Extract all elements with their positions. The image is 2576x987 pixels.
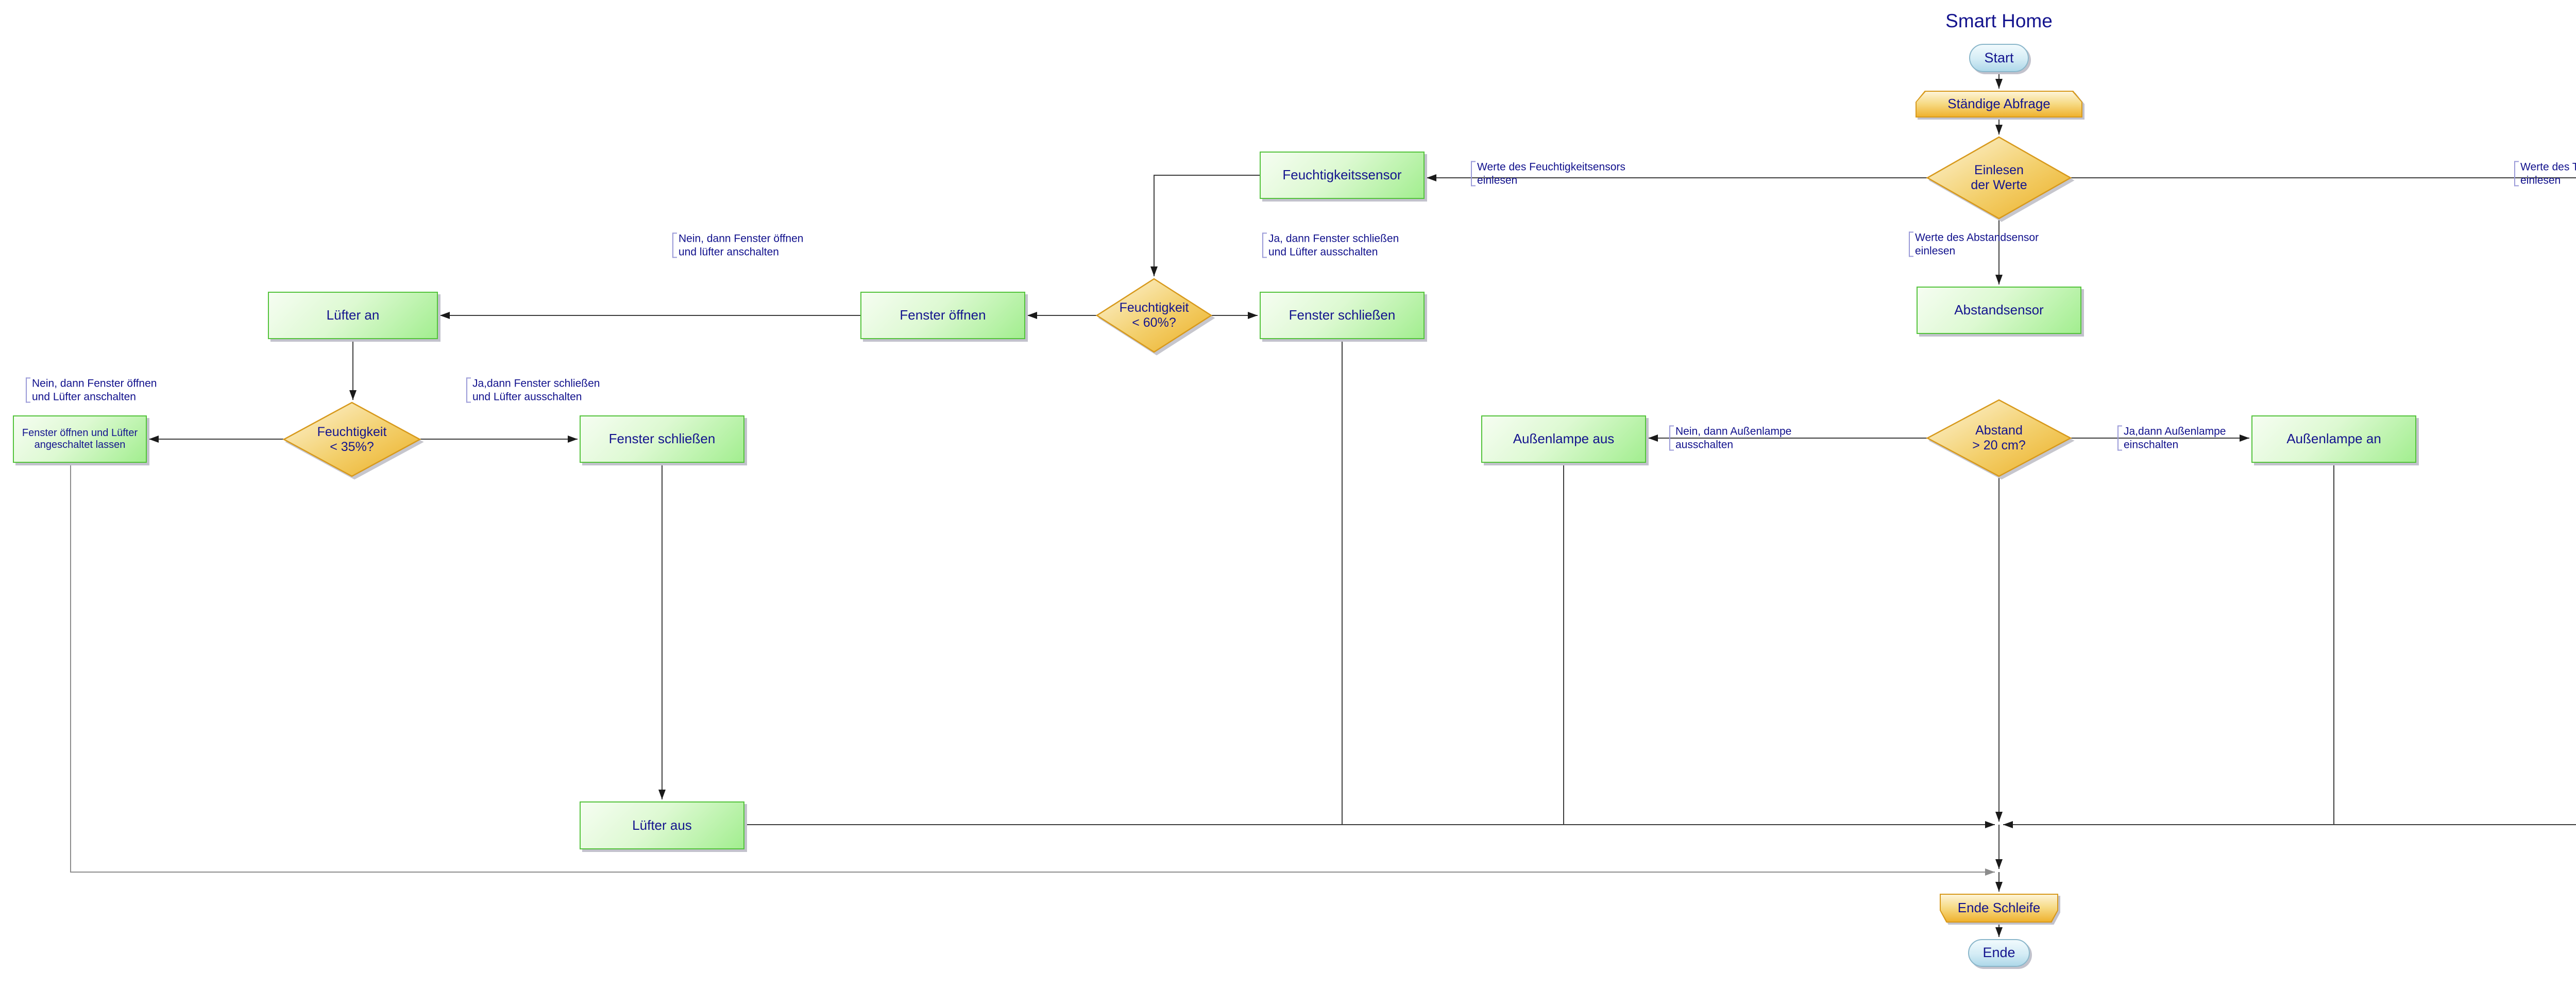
node-luefter-aus-unten-label: Lüfter aus <box>632 817 692 833</box>
node-feuchtigkeitssensor-label: Feuchtigkeitssensor <box>1282 167 1402 183</box>
edge-label-abstand-nein: Nein, dann Außenlampe ausschalten <box>1669 425 1791 451</box>
box-shape <box>268 292 438 339</box>
edge-label-werte-abstandsensor: Werte des Abstandsensor einlesen <box>1909 231 2039 257</box>
node-feuchtigkeit-60: Feuchtigkeit < 60%? <box>1095 278 1213 353</box>
node-feuchtigkeit-60-label: Feuchtigkeit < 60%? <box>1119 300 1189 330</box>
node-ende-label: Ende <box>1982 945 2015 961</box>
node-feuchtigkeit-35-label: Feuchtigkeit < 35%? <box>317 424 387 454</box>
node-aussenlampe-an-label: Außenlampe an <box>2286 431 2381 447</box>
node-staendige-abfrage: Ständige Abfrage <box>1916 91 2082 118</box>
box-shape <box>1260 152 1425 199</box>
box-shape <box>2251 415 2416 463</box>
node-staendige-abfrage-label: Ständige Abfrage <box>1947 96 2050 112</box>
edge-label-abstand-ja: Ja,dann Außenlampe einschalten <box>2117 425 2226 451</box>
node-luefter-an-links-label: Lüfter an <box>326 307 380 323</box>
box-shape <box>13 415 147 463</box>
node-start: Start <box>1969 44 2029 72</box>
box-shape <box>1917 287 2081 334</box>
node-ende: Ende <box>1968 939 2030 967</box>
box-shape <box>860 292 1025 339</box>
edge-label-f60-nein: Nein, dann Fenster öffnen und lüfter ans… <box>672 232 803 258</box>
edge-label-werte-temperatursensor: Werte des Temperatursensors einlesen <box>2514 160 2576 187</box>
edge-label-f35-nein: Nein, dann Fenster öffnen und Lüfter ans… <box>26 377 157 403</box>
node-luefter-an-links: Lüfter an <box>268 292 438 339</box>
node-abstand-20-label: Abstand > 20 cm? <box>1972 423 2026 453</box>
node-abstandsensor: Abstandsensor <box>1917 287 2081 334</box>
node-abstandsensor-label: Abstandsensor <box>1954 302 2044 318</box>
node-feuchtigkeit-35: Feuchtigkeit < 35%? <box>282 402 421 477</box>
node-aussenlampe-an: Außenlampe an <box>2251 415 2416 463</box>
edge-label-werte-feuchtigkeitsensor: Werte des Feuchtigkeitsensors einlesen <box>1471 160 1625 187</box>
page-title: Smart Home <box>1945 10 2053 31</box>
edge-label-f60-ja: Ja, dann Fenster schließen und Lüfter au… <box>1262 232 1399 258</box>
node-start-label: Start <box>1984 49 2014 65</box>
node-einlesen-der-werte-label: Einlesen der Werte <box>1971 163 2027 192</box>
terminal-shape <box>1968 939 2030 967</box>
node-aussenlampe-aus-label: Außenlampe aus <box>1513 431 1615 447</box>
node-aussenlampe-aus: Außenlampe aus <box>1481 415 1646 463</box>
node-einlesen-der-werte: Einlesen der Werte <box>1926 136 2072 220</box>
node-fenster-schliessen-1: Fenster schließen <box>1260 292 1425 339</box>
node-fenster-oeffnen-links: Fenster öffnen <box>860 292 1025 339</box>
node-fenster-luefter-lassen: Fenster öffnen und Lüfter angeschaltet l… <box>13 415 147 463</box>
box-shape <box>1260 292 1425 339</box>
node-fenster-schliessen-1-label: Fenster schließen <box>1289 307 1396 323</box>
node-feuchtigkeitssensor: Feuchtigkeitssensor <box>1260 152 1425 199</box>
node-luefter-aus-unten: Lüfter aus <box>580 801 744 849</box>
box-shape <box>580 801 744 849</box>
box-shape <box>580 415 744 463</box>
node-fenster-schliessen-2-label: Fenster schließen <box>608 431 716 447</box>
node-fenster-oeffnen-links-label: Fenster öffnen <box>900 307 986 323</box>
node-abstand-20: Abstand > 20 cm? <box>1926 399 2072 477</box>
node-fenster-schliessen-2: Fenster schließen <box>580 415 744 463</box>
node-ende-schleife: Ende Schleife <box>1940 894 2058 923</box>
edge-label-f35-ja: Ja,dann Fenster schließen und Lüfter aus… <box>466 377 600 403</box>
box-shape <box>1481 415 1646 463</box>
terminal-shape <box>1969 44 2029 72</box>
node-fenster-luefter-lassen-label: Fenster öffnen und Lüfter angeschaltet l… <box>22 427 138 450</box>
node-ende-schleife-label: Ende Schleife <box>1957 900 2041 916</box>
